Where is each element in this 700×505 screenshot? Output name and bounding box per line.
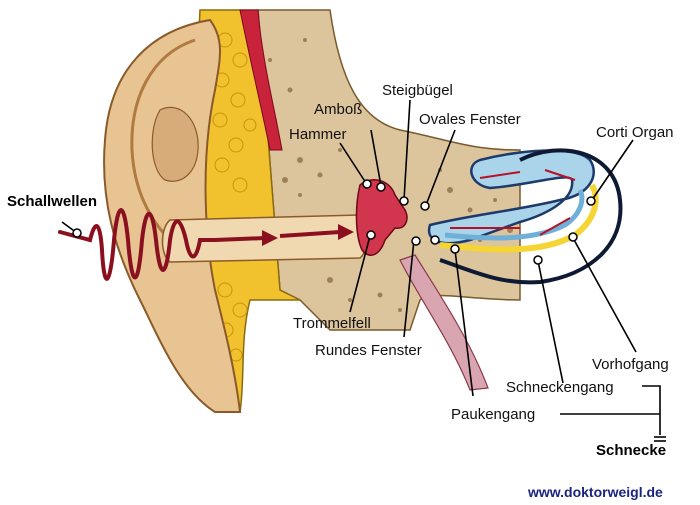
label-corti-organ: Corti Organ <box>596 124 674 141</box>
marker-trommelfell <box>366 230 376 240</box>
label-paukengang: Paukengang <box>451 406 535 423</box>
cochlea-inner-duct <box>444 188 585 241</box>
label-ovales-fenster: Ovales Fenster <box>419 111 521 128</box>
label-rundes-fenster: Rundes Fenster <box>315 342 422 359</box>
leader-lines <box>61 99 666 442</box>
marker-schallwellen <box>72 228 82 238</box>
sound-arrowhead-1 <box>262 230 278 246</box>
cochlea-yellow-duct <box>439 183 599 253</box>
marker-corti-organ <box>586 196 596 206</box>
label-schnecke: Schnecke <box>596 442 666 459</box>
marker-cochlea-1 <box>430 235 440 245</box>
cochlea-outer-shell <box>439 148 623 285</box>
marker-vorhofgang <box>568 232 578 242</box>
sound-arrow-1 <box>214 236 266 242</box>
label-vorhofgang: Vorhofgang <box>592 356 669 373</box>
eustachian-tube <box>399 254 489 391</box>
marker-schneckengang <box>533 255 543 265</box>
marker-paukengang <box>450 244 460 254</box>
label-hammer: Hammer <box>289 126 347 143</box>
cochlea-flow-arrows <box>450 169 576 236</box>
marker-ambos <box>376 182 386 192</box>
cochlea-outer <box>427 149 595 245</box>
marker-ovales-fenster <box>420 201 430 211</box>
marker-rundes-fenster <box>411 236 421 246</box>
marker-dots <box>72 179 596 265</box>
label-trommelfell: Trommelfell <box>293 315 371 332</box>
label-schneckengang: Schneckengang <box>506 379 614 396</box>
label-steigbuegel: Steigbügel <box>382 82 453 99</box>
sound-arrow-2 <box>279 230 341 238</box>
marker-steigbuegel <box>399 196 409 206</box>
label-ambos: Amboß <box>314 101 362 118</box>
sound-arrowhead-2 <box>338 224 354 240</box>
watermark-link[interactable]: www.doktorweigl.de <box>527 484 663 500</box>
auricle <box>103 18 242 413</box>
marker-hammer <box>362 179 372 189</box>
label-schallwellen: Schallwellen <box>7 193 97 210</box>
sound-wave-path <box>58 208 217 281</box>
blood-vessel <box>239 9 283 151</box>
labels: Schallwellen Steigbügel Amboß Hammer Ova… <box>7 82 674 500</box>
concha <box>151 106 199 182</box>
